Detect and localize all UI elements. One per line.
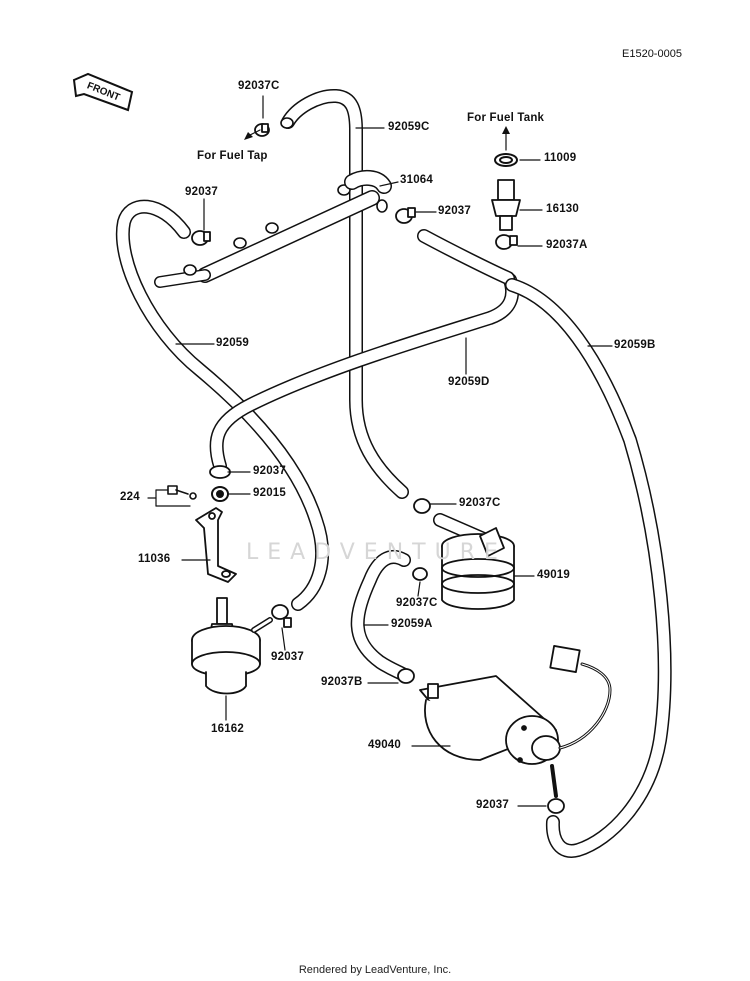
hose-92059d — [209, 229, 520, 473]
fuel-filter-49019 — [433, 513, 515, 610]
clamp-92037c-filter — [413, 498, 431, 514]
fuel-rail — [154, 169, 392, 288]
part-label-92037a: 92037A — [546, 239, 588, 251]
arrow-heads — [244, 126, 510, 140]
part-label-92059b: 92059B — [614, 339, 656, 351]
part-label-49040: 49040 — [368, 739, 401, 751]
front-direction-icon: FRONT — [72, 72, 134, 112]
clamp-92037-pump — [547, 798, 565, 814]
hose-92059c — [280, 89, 409, 499]
footer-credit: Rendered by LeadVenture, Inc. — [298, 964, 452, 976]
part-label-92037-regulator: 92037 — [253, 465, 286, 477]
part-label-92037-rail-left: 92037 — [185, 186, 218, 198]
regulator-16162 — [191, 597, 273, 695]
clamp-92037-rail-right — [395, 207, 416, 224]
bolt-224 — [167, 485, 197, 500]
part-label-92037b: 92037B — [321, 676, 363, 688]
clamp-92037-rail-left — [191, 230, 211, 246]
part-label-92059a: 92059A — [391, 618, 433, 630]
note-fuel-tap: For Fuel Tap — [197, 150, 268, 162]
hose-92059 — [115, 199, 330, 611]
part-label-92037-regulator-out: 92037 — [271, 651, 304, 663]
part-label-31064: 31064 — [400, 174, 433, 186]
hose-92059a — [350, 549, 413, 683]
fitting-16130 — [491, 179, 521, 231]
clamp-92037a — [495, 234, 518, 250]
part-label-49019: 49019 — [537, 569, 570, 581]
part-label-16162: 16162 — [211, 723, 244, 735]
note-fuel-tank: For Fuel Tank — [467, 112, 545, 124]
part-label-92059c: 92059C — [388, 121, 430, 133]
clamp-92037-regulator-out — [271, 604, 292, 628]
part-label-11036: 11036 — [138, 553, 171, 565]
part-label-92037c-lower: 92037C — [396, 597, 438, 609]
part-label-92037-pump: 92037 — [476, 799, 509, 811]
part-label-92037c-top: 92037C — [238, 80, 280, 92]
part-label-92015: 92015 — [253, 487, 286, 499]
part-label-92059: 92059 — [216, 337, 249, 349]
clamp-92037c-top — [254, 123, 270, 137]
bracket-11036 — [195, 507, 237, 583]
part-label-11009: 11009 — [544, 152, 577, 164]
part-label-92059d: 92059D — [448, 376, 490, 388]
hose-92059b — [505, 278, 672, 858]
washer-11009 — [494, 153, 518, 167]
leader-lines — [147, 95, 613, 807]
part-label-224: 224 — [120, 491, 140, 503]
part-label-16130: 16130 — [546, 203, 579, 215]
part-label-92037c-filter: 92037C — [459, 497, 501, 509]
part-label-92037-rail-right: 92037 — [438, 205, 471, 217]
fuel-pump-49040 — [419, 645, 612, 798]
bushing-92015 — [211, 486, 229, 502]
clamp-92037c-lower — [412, 567, 428, 581]
clamp-92037b — [397, 668, 415, 684]
clamp-92037-regulator-top — [209, 465, 231, 479]
watermark: LEADVENTURE — [246, 540, 507, 565]
diagram-code: E1520-0005 — [622, 48, 682, 60]
